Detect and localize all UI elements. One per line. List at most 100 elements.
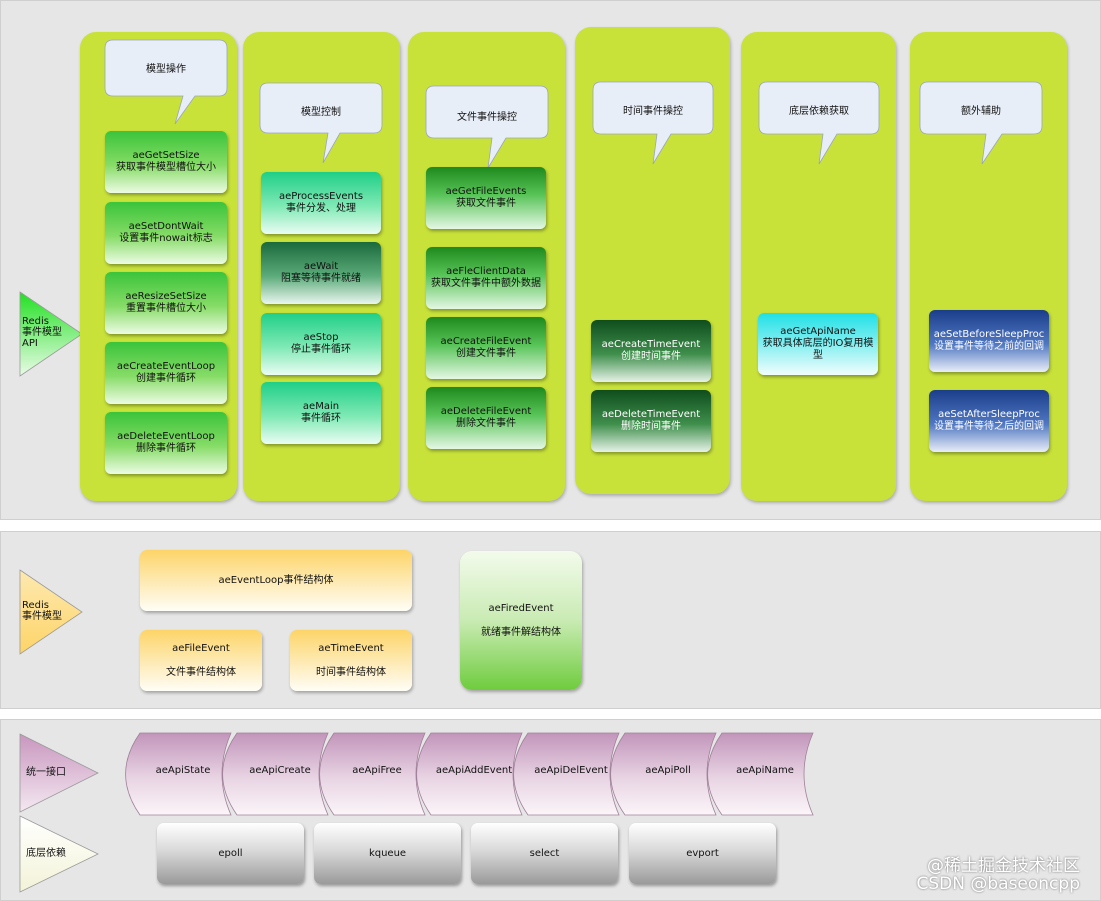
function-name: aeResizeSetSize xyxy=(125,291,207,302)
function-box: aeCreateTimeEvent 创建时间事件 xyxy=(591,320,711,382)
category-title: 模型操作 xyxy=(146,64,186,75)
function-name: aeProcessEvents xyxy=(278,191,364,202)
function-desc: 获取文件事件中额外数据 xyxy=(431,278,541,289)
layer-label-api: Redis 事件模型 API xyxy=(19,291,83,377)
api-segment xyxy=(222,732,329,816)
layer-label-model-text: Redis 事件模型 xyxy=(22,600,62,622)
category-title: 模型控制 xyxy=(301,107,341,118)
callout-lower-dependency: 底层依赖获取 xyxy=(758,81,880,165)
struct-name: aeFileEvent xyxy=(172,642,230,654)
unified-api-ribbon xyxy=(125,732,814,816)
api-segment xyxy=(319,732,426,816)
function-name: aeMain xyxy=(302,401,340,412)
struct-fired-event: aeFiredEvent 就绪事件解结构体 xyxy=(460,551,582,690)
callout-extra-helpers: 额外辅助 xyxy=(919,81,1043,165)
struct-event-loop: aeEventLoop事件结构体 xyxy=(140,550,412,611)
function-desc: 删除时间事件 xyxy=(621,421,681,432)
function-box: aeSetBeforeSleepProc 设置事件等待之前的回调 xyxy=(929,310,1049,372)
callout-model-control: 模型控制 xyxy=(259,82,383,164)
watermark: @稀土掘金技术社区 CSDN @baseoncpp xyxy=(870,857,1080,893)
function-name: aeDeleteFileEvent xyxy=(440,406,532,417)
backend-name: kqueue xyxy=(368,847,407,859)
api-segment xyxy=(513,732,620,816)
watermark-line2: CSDN @baseoncpp xyxy=(916,874,1080,894)
function-desc: 事件循环 xyxy=(301,413,341,424)
unified-api-label: aeApiAddEvent xyxy=(435,765,513,776)
function-name: aeDeleteEventLoop xyxy=(117,431,215,442)
function-box: aeResizeSetSize 重置事件槽位大小 xyxy=(105,272,227,334)
function-desc: 删除文件事件 xyxy=(456,418,516,429)
function-box: aeDeleteFileEvent 删除文件事件 xyxy=(426,387,546,449)
callout-file-events: 文件事件操控 xyxy=(425,85,549,169)
layer-label-model: Redis 事件模型 xyxy=(19,569,83,655)
function-box: aeCreateEventLoop 创建事件循环 xyxy=(105,342,227,404)
watermark-line1: @稀土掘金技术社区 xyxy=(927,856,1080,876)
backend-name: epoll xyxy=(218,847,243,859)
function-name: aeStop xyxy=(303,332,339,343)
function-box: aeDeleteTimeEvent 删除时间事件 xyxy=(591,390,711,452)
function-box: aeGetApiName 获取具体底层的IO复用模型 xyxy=(758,313,878,375)
function-desc: 设置事件等待之前的回调 xyxy=(934,341,1044,352)
function-name: aeGetSetSize xyxy=(132,150,200,161)
function-box: aeCreateFileEvent 创建文件事件 xyxy=(426,317,546,379)
backend-name: evport xyxy=(686,847,719,859)
category-title: 额外辅助 xyxy=(961,106,1001,117)
category-title: 时间事件操控 xyxy=(623,106,683,117)
layer-label-lower-text: 底层依赖 xyxy=(26,848,66,859)
layer-label-api-text: Redis 事件模型 API xyxy=(22,316,62,349)
layer-label-lower: 底层依赖 xyxy=(19,815,99,893)
struct-desc: 文件事件结构体 xyxy=(166,666,236,678)
function-desc: 创建文件事件 xyxy=(456,348,516,359)
api-segment xyxy=(707,732,814,816)
function-name: aeGetApiName xyxy=(780,326,856,337)
category-title: 文件事件操控 xyxy=(457,112,517,123)
unified-api-label: aeApiState xyxy=(155,765,211,776)
api-segment xyxy=(416,732,523,816)
function-box: aeWait 阻塞等待事件就绪 xyxy=(261,242,381,304)
function-box: aeDeleteEventLoop 删除事件循环 xyxy=(105,412,227,474)
function-name: aeDeleteTimeEvent xyxy=(601,409,701,420)
function-name: aeCreateTimeEvent xyxy=(601,339,701,350)
struct-desc: 就绪事件解结构体 xyxy=(481,626,561,638)
struct-name: aeEventLoop事件结构体 xyxy=(218,574,334,586)
api-segment xyxy=(610,732,717,816)
unified-api-label: aeApiPoll xyxy=(645,765,691,776)
function-desc: 阻塞等待事件就绪 xyxy=(281,273,361,284)
api-segment xyxy=(125,732,232,816)
callout-model-ops: 模型操作 xyxy=(104,39,228,125)
function-desc: 停止事件循环 xyxy=(291,344,351,355)
function-desc: 设置事件等待之后的回调 xyxy=(934,421,1044,432)
function-box: aeSetDontWait 设置事件nowait标志 xyxy=(105,202,227,264)
api-triangle-icon xyxy=(19,291,83,377)
backend-epoll: epoll xyxy=(157,823,304,884)
lower-triangle-icon xyxy=(19,815,99,893)
function-desc: 删除事件循环 xyxy=(136,443,196,454)
struct-time-event: aeTimeEvent 时间事件结构体 xyxy=(290,630,412,691)
function-name: aeSetBeforeSleepProc xyxy=(933,329,1045,340)
layer-label-unified-text: 统一接口 xyxy=(26,767,66,778)
function-name: aeFleClientData xyxy=(446,266,526,277)
unified-api-label: aeApiDelEvent xyxy=(534,765,608,776)
callout-time-events: 时间事件操控 xyxy=(592,81,714,165)
function-desc: 获取事件模型槽位大小 xyxy=(116,162,216,173)
struct-desc: 时间事件结构体 xyxy=(316,666,386,678)
function-name: aeSetDontWait xyxy=(128,221,204,232)
function-desc: 获取具体底层的IO复用模型 xyxy=(762,338,874,361)
function-box: aeMain 事件循环 xyxy=(261,382,381,444)
layer-label-unified: 统一接口 xyxy=(19,733,99,813)
function-name: aeWait xyxy=(303,261,339,272)
unified-triangle-icon xyxy=(19,733,99,813)
struct-name: aeFiredEvent xyxy=(488,602,554,614)
function-desc: 创建事件循环 xyxy=(136,373,196,384)
function-desc: 重置事件槽位大小 xyxy=(126,303,206,314)
function-box: aeSetAfterSleepProc 设置事件等待之后的回调 xyxy=(929,390,1049,452)
function-name: aeCreateFileEvent xyxy=(440,336,532,347)
function-desc: 获取文件事件 xyxy=(456,198,516,209)
function-box: aeStop 停止事件循环 xyxy=(261,313,381,375)
function-box: aeFleClientData 获取文件事件中额外数据 xyxy=(426,247,546,309)
function-box: aeProcessEvents 事件分发、处理 xyxy=(261,172,381,234)
unified-api-label: aeApiCreate xyxy=(249,765,311,776)
function-name: aeGetFileEvents xyxy=(445,186,527,197)
backend-name: select xyxy=(529,847,560,859)
function-box: aeGetFileEvents 获取文件事件 xyxy=(426,167,546,229)
